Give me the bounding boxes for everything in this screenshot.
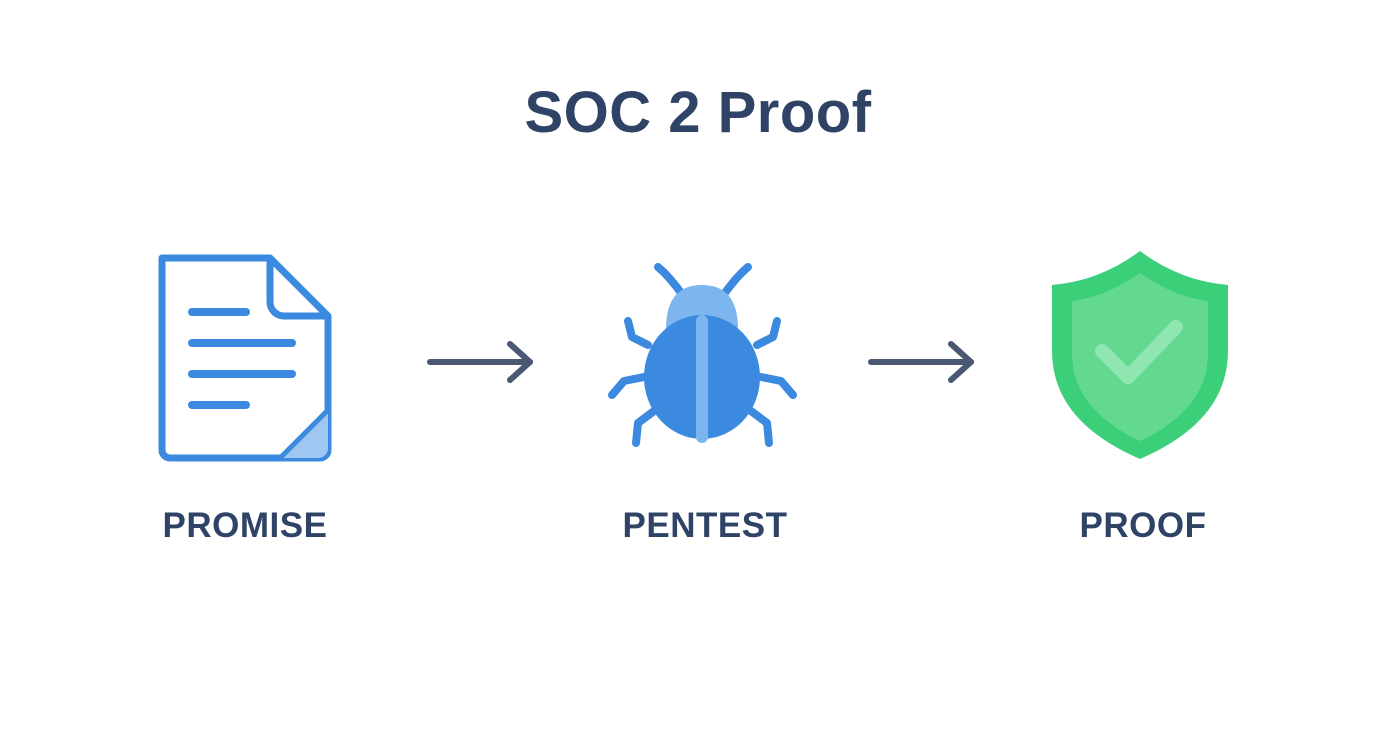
step-label-pentest: PENTEST xyxy=(622,506,788,545)
arrow-right-icon xyxy=(427,341,533,383)
document-icon xyxy=(158,254,332,462)
step-label-promise: PROMISE xyxy=(162,506,328,545)
step-label-proof: PROOF xyxy=(1079,506,1207,545)
shield-check-icon xyxy=(1052,251,1228,459)
arrow-right-icon xyxy=(868,341,974,383)
bug-icon xyxy=(608,263,797,447)
diagram-title: SOC 2 Proof xyxy=(524,80,872,145)
